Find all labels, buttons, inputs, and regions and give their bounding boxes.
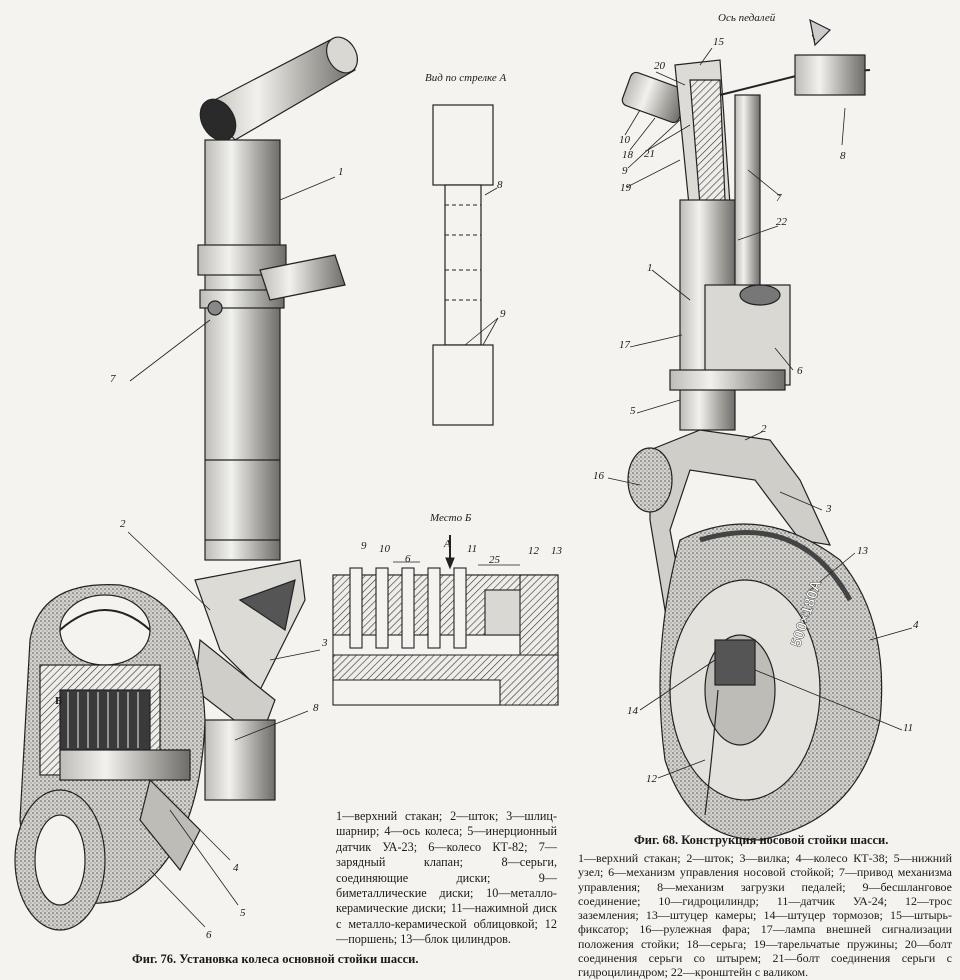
fig68-callout: 11 (903, 722, 914, 734)
fig68-callout: 5 (630, 405, 636, 417)
fig68-callout: 22 (776, 216, 787, 228)
fig68-callout: 14 (627, 705, 638, 717)
fig76-callout: 6 (206, 929, 212, 941)
fig76-callout: 7 (110, 373, 116, 385)
nose-gear-drawing (621, 18, 883, 841)
detail-b-callout: 25 (489, 554, 500, 566)
detail-b-arrow: А (444, 538, 451, 550)
fig76-callout: 2 (120, 518, 126, 530)
view-a-title: Вид по стрелке А (425, 72, 507, 84)
fig68-callout: 18 (622, 149, 633, 161)
fig68-legend: 1—верхний стакан; 2—шток; 3—вилка; 4—кол… (578, 851, 952, 980)
fig68-callout: 12 (646, 773, 657, 785)
fig68-callout: 6 (797, 365, 803, 377)
detail-b-callout: 6 (405, 553, 411, 565)
view-a-callout: 8 (497, 179, 503, 191)
fig68-callout: 21 (644, 148, 655, 160)
fig68-callout: 10 (619, 134, 630, 146)
fig68-legend-text: 1—верхний стакан; 2—шток; 3—вилка; 4—кол… (578, 851, 952, 980)
fig68-callout: 16 (593, 470, 604, 482)
fig76-callout: 1 (338, 166, 344, 178)
detail-b-callout: 12 (528, 545, 539, 557)
detail-b-callout: 11 (467, 543, 478, 555)
pedal-axis-title: Ось педалей (718, 12, 776, 24)
fig68-callout: 4 (913, 619, 919, 631)
fig76-caption: Фиг. 76. Установка колеса основной стойк… (132, 952, 419, 966)
fig68-callout: 1 (647, 262, 653, 274)
fig68-callout: 15 (713, 36, 724, 48)
fig76-callout: 3 (322, 637, 328, 649)
detail-b-callout: 13 (551, 545, 562, 557)
fig68-callout: 19 (620, 182, 631, 194)
fig68-callout: 8 (840, 150, 846, 162)
fig68-callout: 17 (619, 339, 630, 351)
fig76-legend: 1—верхний стакан; 2—шток; 3—шлиц-шарнир;… (336, 809, 557, 948)
fig68-callout: 9 (622, 165, 628, 177)
fig76-callout: Б (55, 695, 63, 707)
fig76-callout: 5 (240, 907, 246, 919)
fig76-callout: 4 (233, 862, 239, 874)
fig68-callout: 7 (776, 192, 782, 204)
detail-b-callout: 10 (379, 543, 390, 555)
detail-b-title: Место Б (430, 512, 472, 524)
view-a-callout: 9 (500, 308, 506, 320)
fig76-legend-text: 1—верхний стакан; 2—шток; 3—шлиц-шарнир;… (336, 809, 557, 947)
detail-b-callout: 9 (361, 540, 367, 552)
main-gear-drawing (14, 36, 359, 931)
fig68-caption: Фиг. 68. Конструкция носовой стойки шасс… (634, 833, 889, 847)
fig68-callout: 20 (654, 60, 665, 72)
fig68-callout: 2 (761, 423, 767, 435)
fig68-callout: 13 (857, 545, 868, 557)
callout-leaders (127, 34, 913, 928)
fig68-callout: 3 (826, 503, 832, 515)
view-a-drawing (432, 104, 499, 426)
detail-b-drawing (332, 535, 559, 706)
fig76-callout: 8 (313, 702, 319, 714)
